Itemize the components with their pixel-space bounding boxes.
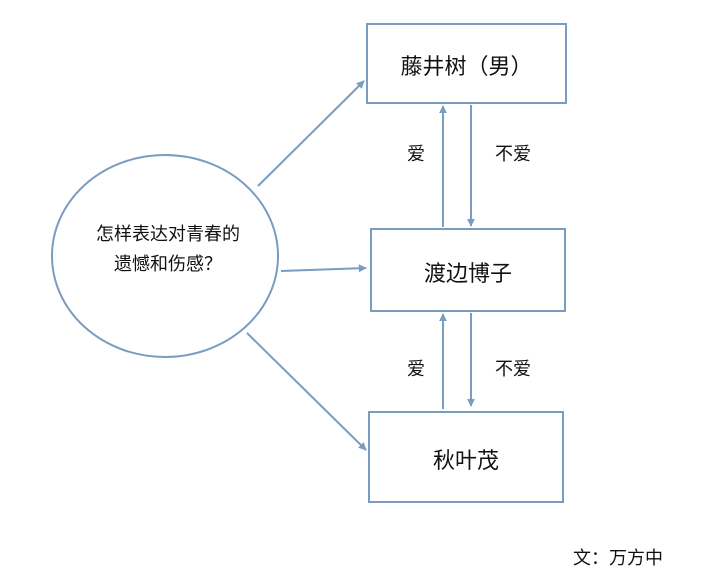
node-label-bottom: 秋叶茂 bbox=[432, 449, 499, 474]
arrow-circle-to-bottom bbox=[246, 332, 367, 451]
edge-label-not-love-top: 不爱 bbox=[495, 144, 531, 165]
node-label-middle: 渡边博子 bbox=[423, 262, 512, 287]
author-credit: 文：万方中 bbox=[573, 548, 663, 569]
question-text: 怎样表达对青春的 遗憾和伤感？ bbox=[58, 220, 278, 280]
node-label-top: 藤井树（男） bbox=[400, 55, 533, 80]
edge-label-love-top: 爱 bbox=[407, 144, 425, 165]
question-line-1: 怎样表达对青春的 bbox=[96, 224, 240, 245]
question-line-2: 遗憾和伤感？ bbox=[114, 254, 222, 275]
edge-label-love-bottom: 爱 bbox=[407, 359, 425, 380]
node-box-bottom bbox=[368, 411, 564, 503]
node-box-top bbox=[366, 23, 567, 104]
node-box-middle bbox=[370, 228, 566, 312]
arrow-circle-to-top bbox=[257, 80, 365, 187]
edge-label-not-love-bottom: 不爱 bbox=[495, 359, 531, 380]
question-circle bbox=[51, 154, 279, 358]
arrow-circle-to-middle bbox=[280, 264, 367, 273]
